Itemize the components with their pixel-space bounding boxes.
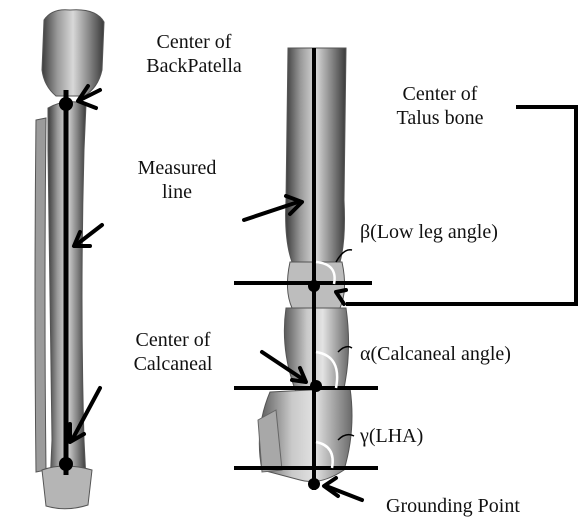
label-calcaneal-angle: α(Calcaneal angle) (360, 342, 511, 366)
label-center-talus-line2: Talus bone (370, 106, 510, 130)
label-center-calcaneal-line1: Center of (108, 328, 238, 352)
talus-bracket (346, 107, 576, 304)
label-center-talus-line1: Center of (370, 82, 510, 106)
left-ankle-point (59, 457, 73, 471)
label-lha: γ(LHA) (360, 424, 423, 448)
right-foot-xray (234, 48, 378, 490)
grounding-point (308, 478, 320, 490)
talus-center-point (308, 280, 320, 292)
label-grounding-point: Grounding Point (386, 494, 520, 518)
label-center-backpatella-line2: BackPatella (124, 54, 264, 78)
label-center-calcaneal: Center of Calcaneal (108, 328, 238, 376)
calcaneal-center-point (310, 380, 322, 392)
label-center-calcaneal-line2: Calcaneal (108, 352, 238, 376)
label-center-backpatella: Center of BackPatella (124, 30, 264, 78)
label-measured-line-line2: line (112, 180, 242, 204)
fibula-shaft (35, 118, 46, 472)
femur-end (42, 10, 104, 96)
label-measured-line: Measured line (112, 156, 242, 204)
backpatella-point (59, 97, 73, 111)
label-measured-line-line1: Measured (112, 156, 242, 180)
label-center-talus: Center of Talus bone (370, 82, 510, 130)
label-low-leg-angle: β(Low leg angle) (360, 220, 498, 244)
label-center-backpatella-line1: Center of (124, 30, 264, 54)
